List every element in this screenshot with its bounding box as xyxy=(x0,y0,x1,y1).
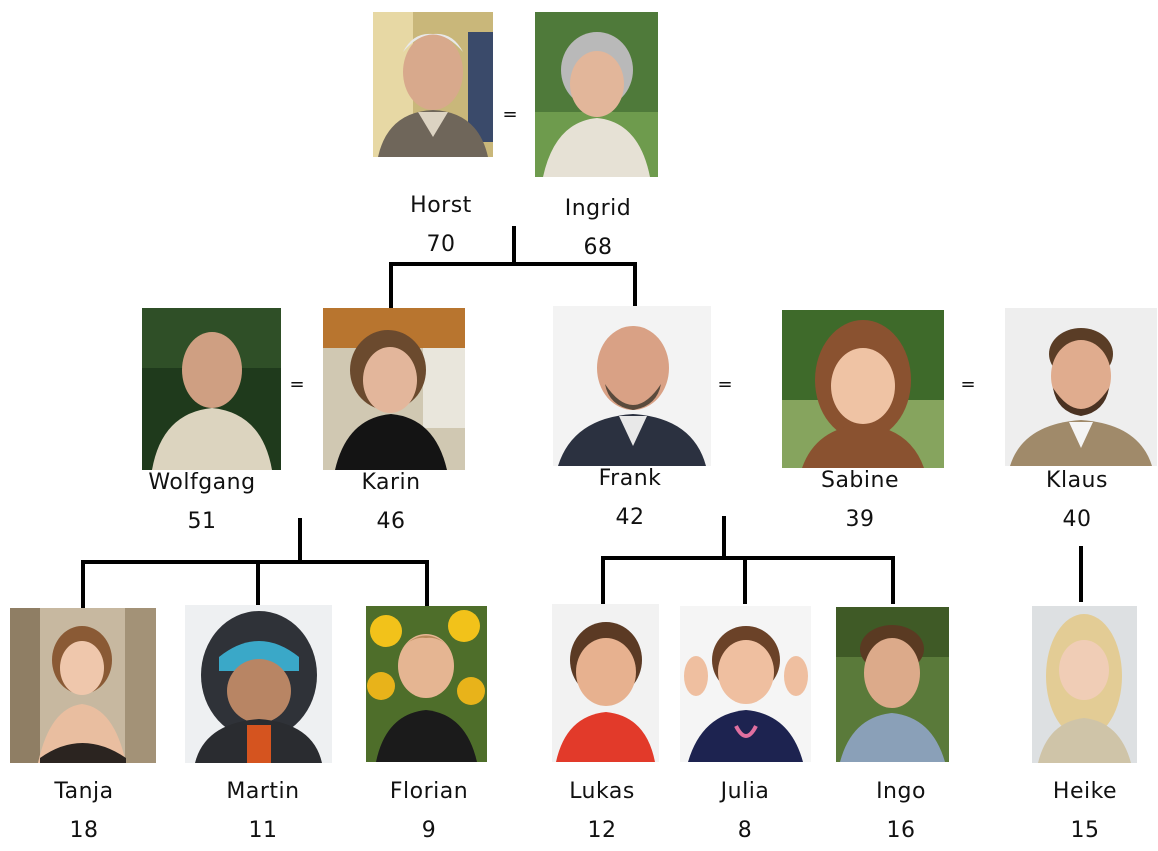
connector-line xyxy=(601,556,605,604)
frank-label: Frank 42 xyxy=(545,466,715,531)
florian-photo xyxy=(366,606,487,762)
martin-photo xyxy=(185,605,332,763)
tanja-label: Tanja 18 xyxy=(0,779,169,844)
marriage-symbol: = xyxy=(960,374,976,395)
ingo-label: Ingo 16 xyxy=(816,779,986,844)
wolfgang-name: Wolfgang xyxy=(148,470,256,495)
lukas-photo xyxy=(552,604,659,762)
julia-age: 8 xyxy=(737,818,753,843)
horst-age: 70 xyxy=(426,232,456,257)
connector-line xyxy=(1079,546,1083,602)
horst-label: Horst 70 xyxy=(356,193,526,258)
martin-age: 11 xyxy=(248,818,278,843)
marriage-symbol: = xyxy=(289,374,305,395)
heike-photo xyxy=(1032,606,1137,763)
heike-label: Heike 15 xyxy=(1000,779,1158,844)
wolfgang-photo xyxy=(142,308,281,470)
martin-name: Martin xyxy=(226,779,300,804)
julia-label: Julia 8 xyxy=(660,779,830,844)
ingo-name: Ingo xyxy=(876,779,926,804)
connector-line xyxy=(891,556,895,604)
ingrid-label: Ingrid 68 xyxy=(513,196,683,261)
marriage-symbol: = xyxy=(502,104,518,125)
karin-photo xyxy=(323,308,465,470)
frank-photo xyxy=(553,306,711,466)
florian-age: 9 xyxy=(421,818,437,843)
connector-line xyxy=(81,560,429,564)
connector-line xyxy=(81,560,85,608)
lukas-name: Lukas xyxy=(569,779,635,804)
sabine-label: Sabine 39 xyxy=(775,468,945,533)
tanja-photo xyxy=(10,608,156,763)
karin-age: 46 xyxy=(376,509,406,534)
ingrid-name: Ingrid xyxy=(564,196,632,221)
ingo-photo xyxy=(836,607,949,762)
connector-line xyxy=(425,560,429,606)
connector-line xyxy=(633,262,637,306)
sabine-age: 39 xyxy=(845,507,875,532)
martin-label: Martin 11 xyxy=(178,779,348,844)
connector-line xyxy=(298,518,302,564)
wolfgang-label: Wolfgang 51 xyxy=(117,470,287,535)
connector-line xyxy=(743,556,747,604)
connector-line xyxy=(512,226,516,266)
klaus-age: 40 xyxy=(1062,507,1092,532)
ingrid-photo xyxy=(535,12,658,177)
connector-line xyxy=(389,262,637,266)
horst-photo xyxy=(373,12,493,157)
klaus-name: Klaus xyxy=(1046,468,1108,493)
connector-line xyxy=(722,516,726,560)
connector-line xyxy=(601,556,895,560)
klaus-photo xyxy=(1005,308,1157,466)
karin-name: Karin xyxy=(361,470,421,495)
sabine-name: Sabine xyxy=(820,468,899,493)
horst-name: Horst xyxy=(410,193,472,218)
connector-line xyxy=(256,560,260,608)
julia-photo xyxy=(680,606,811,762)
tanja-age: 18 xyxy=(69,818,99,843)
florian-label: Florian 9 xyxy=(344,779,514,844)
sabine-photo xyxy=(782,310,944,468)
ingo-age: 16 xyxy=(886,818,916,843)
klaus-label: Klaus 40 xyxy=(992,468,1158,533)
lukas-label: Lukas 12 xyxy=(517,779,687,844)
wolfgang-age: 51 xyxy=(187,509,217,534)
frank-age: 42 xyxy=(615,505,645,530)
marriage-symbol: = xyxy=(717,374,733,395)
karin-label: Karin 46 xyxy=(306,470,476,535)
frank-name: Frank xyxy=(598,466,662,491)
florian-name: Florian xyxy=(389,779,469,804)
lukas-age: 12 xyxy=(587,818,617,843)
ingrid-age: 68 xyxy=(583,235,613,260)
heike-age: 15 xyxy=(1070,818,1100,843)
tanja-name: Tanja xyxy=(54,779,114,804)
connector-line xyxy=(389,262,393,308)
heike-name: Heike xyxy=(1052,779,1118,804)
julia-name: Julia xyxy=(720,779,770,804)
